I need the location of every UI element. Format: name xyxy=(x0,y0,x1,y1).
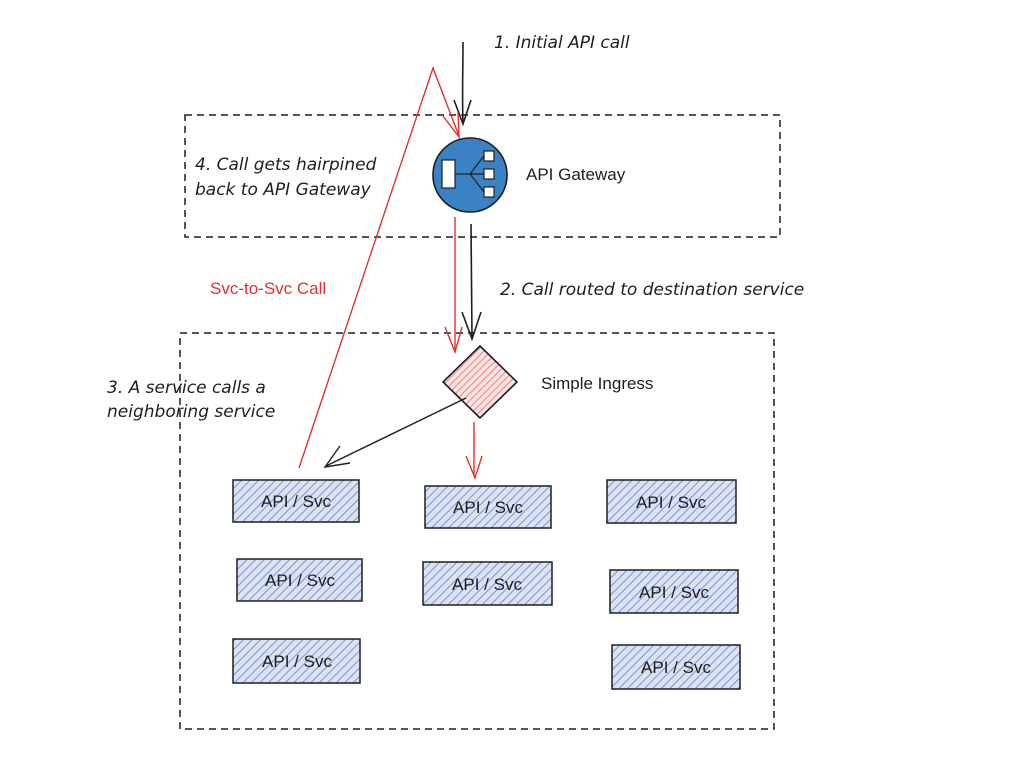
service-label: API / Svc xyxy=(261,492,331,511)
service-label: API / Svc xyxy=(453,498,523,517)
service-grid: API / Svc API / Svc API / Svc API / Svc … xyxy=(232,479,741,690)
service-box: API / Svc xyxy=(609,569,739,614)
step-4-annotation-line-2: back to API Gateway xyxy=(195,180,372,200)
routed-call-arrow xyxy=(461,223,482,342)
ingress-to-middle-service-arrow xyxy=(465,422,483,481)
step-3-annotation-line-1: 3. A service calls a xyxy=(107,378,266,398)
service-box: API / Svc xyxy=(422,561,553,606)
service-box: API / Svc xyxy=(606,479,737,524)
service-box: API / Svc xyxy=(232,479,360,523)
initial-call-arrow xyxy=(453,41,472,127)
step-4-annotation-line-1: 4. Call gets hairpined xyxy=(195,155,377,175)
gateway-zone-boundary xyxy=(184,114,781,238)
service-box: API / Svc xyxy=(424,485,552,529)
service-label: API / Svc xyxy=(641,658,711,677)
service-label: API / Svc xyxy=(262,652,332,671)
gateway-label: API Gateway xyxy=(526,165,626,184)
service-label: API / Svc xyxy=(452,575,522,594)
simple-ingress-node xyxy=(441,344,519,420)
service-box: API / Svc xyxy=(236,558,363,602)
service-box: API / Svc xyxy=(611,644,741,690)
hairpin-route-arrow xyxy=(444,217,463,355)
service-label: API / Svc xyxy=(265,571,335,590)
step-2-annotation: 2. Call routed to destination service xyxy=(500,280,804,300)
api-gateway-node xyxy=(432,137,508,213)
step-1-annotation: 1. Initial API call xyxy=(494,33,630,53)
svc-to-svc-label: Svc-to-Svc Call xyxy=(210,279,326,298)
svc-to-svc-call-arrow xyxy=(298,65,460,469)
router-icon xyxy=(441,150,495,198)
service-label: API / Svc xyxy=(636,493,706,512)
step-3-annotation-line-2: neighboring service xyxy=(107,402,275,422)
service-label: API / Svc xyxy=(639,583,709,602)
ingress-label: Simple Ingress xyxy=(541,374,653,393)
services-zone-boundary xyxy=(179,332,775,730)
ingress-to-service-arrow xyxy=(323,397,467,468)
service-box: API / Svc xyxy=(232,638,361,684)
